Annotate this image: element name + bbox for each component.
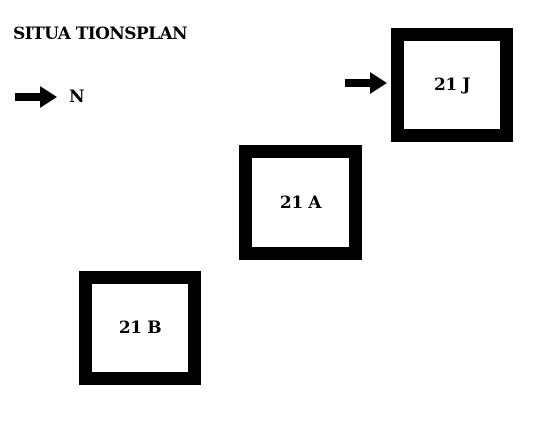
building-label: 21 B	[118, 318, 162, 338]
building-label: 21 A	[279, 192, 322, 213]
building-21b: 21 B	[79, 271, 201, 385]
building-21a: 21 A	[239, 145, 362, 260]
building-21j: 21 J	[391, 28, 513, 142]
building-label: 21 J	[433, 75, 471, 95]
site-plan-title: SITUA TIONSPLAN	[13, 24, 188, 44]
north-label: N	[69, 87, 85, 107]
entrance-arrow-icon	[345, 72, 387, 94]
north-indicator: N	[15, 86, 85, 108]
arrow-right-icon	[15, 86, 57, 108]
